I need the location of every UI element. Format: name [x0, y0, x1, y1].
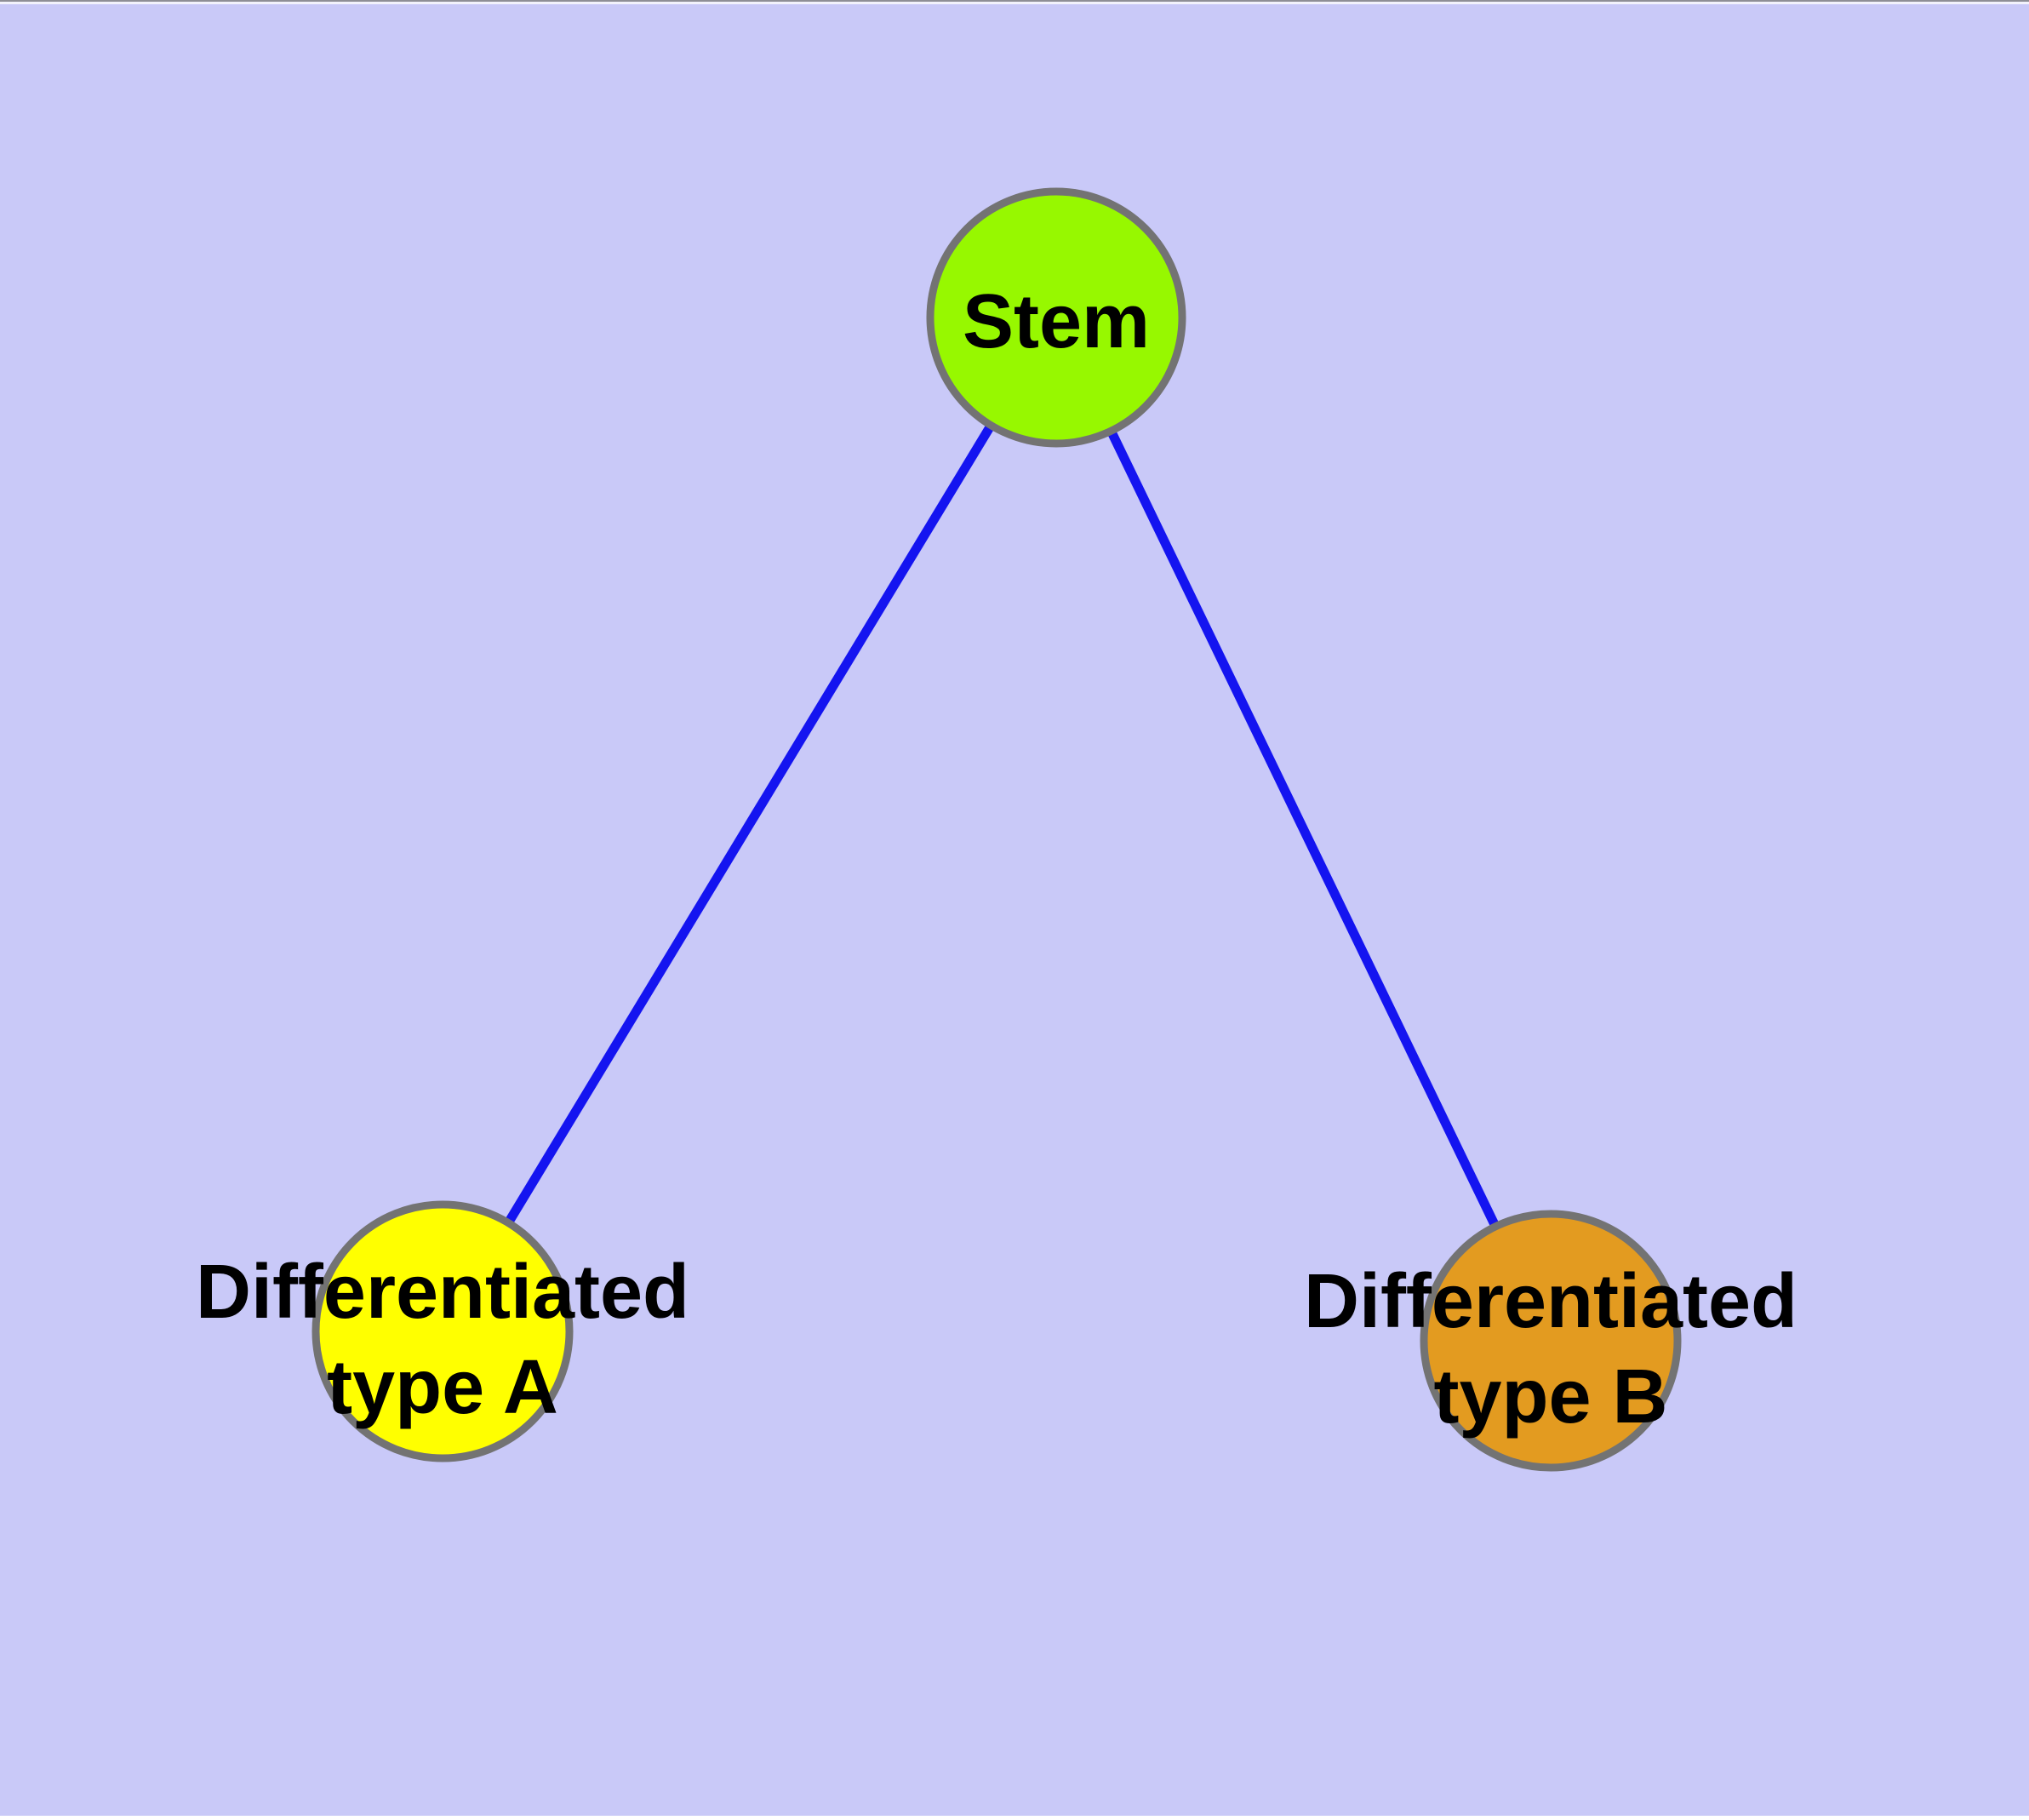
node-differentiated-type-a-circle	[311, 1200, 574, 1462]
edge-stem-to-differentiated-type-a	[438, 315, 1060, 1334]
node-differentiated-type-a-label-line2: type A	[327, 1345, 558, 1430]
node-differentiated-type-b-label-line2: type B	[1433, 1354, 1667, 1439]
edges-layer	[438, 315, 1555, 1343]
node-stem-label-line1: Stem	[963, 279, 1150, 364]
node-differentiated-type-a-label-line1: Differentiated	[196, 1250, 689, 1335]
window-edge-bottom	[0, 1816, 2029, 1820]
node-differentiated-type-b-circle	[1420, 1210, 1682, 1472]
edge-stem-to-differentiated-type-b	[1052, 315, 1555, 1343]
window-edge-top-dark	[0, 0, 2029, 2]
node-stem-circle	[926, 187, 1186, 448]
node-differentiated-type-b-label-line1: Differentiated	[1304, 1259, 1798, 1344]
window-edge-top-light	[0, 2, 2029, 4]
